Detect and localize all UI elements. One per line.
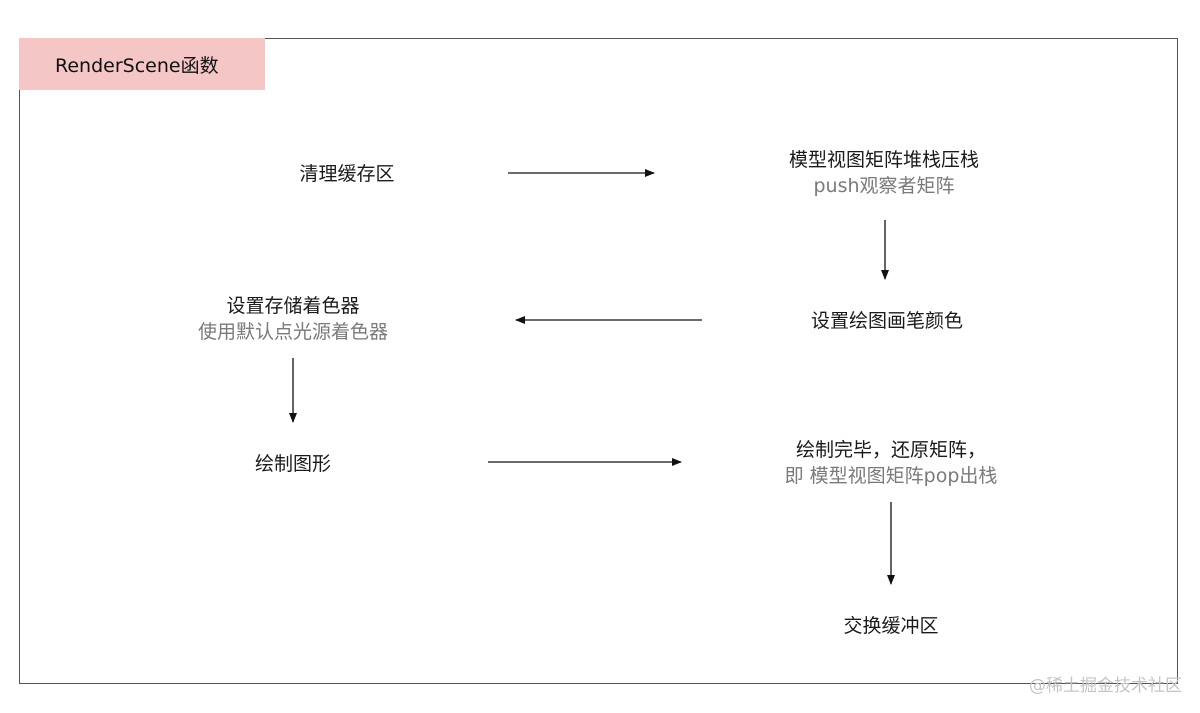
node-set-shader-label: 设置存储着色器 bbox=[226, 295, 360, 317]
node-set-color-label: 设置绘图画笔颜色 bbox=[810, 310, 964, 332]
node-set-color: 设置绘图画笔颜色 bbox=[811, 308, 963, 334]
node-restore-matrix: 绘制完毕，还原矩阵， 即 模型视图矩阵pop出栈 bbox=[785, 437, 998, 489]
node-matrix-push: 模型视图矩阵堆栈压栈 push观察者矩阵 bbox=[789, 147, 979, 199]
node-clear-buffer: 清理缓存区 bbox=[299, 161, 394, 187]
node-swap-buffer: 交换缓冲区 bbox=[843, 613, 938, 639]
node-matrix-push-sub: push观察者矩阵 bbox=[813, 175, 955, 197]
node-restore-matrix-sub: 即 模型视图矩阵pop出栈 bbox=[784, 465, 998, 487]
node-clear-buffer-label: 清理缓存区 bbox=[299, 163, 395, 185]
node-restore-matrix-label: 绘制完毕，还原矩阵， bbox=[795, 439, 987, 461]
watermark: @稀土掘金技术社区 bbox=[1029, 676, 1182, 696]
diagram-frame bbox=[19, 38, 1178, 684]
node-set-shader-sub: 使用默认点光源着色器 bbox=[197, 321, 389, 343]
node-draw-shape-label: 绘制图形 bbox=[254, 453, 332, 475]
diagram-title-text: RenderScene函数 bbox=[55, 54, 219, 77]
diagram-title: RenderScene函数 bbox=[19, 38, 265, 90]
node-set-shader: 设置存储着色器 使用默认点光源着色器 bbox=[198, 293, 388, 345]
node-swap-buffer-label: 交换缓冲区 bbox=[843, 615, 939, 637]
node-draw-shape: 绘制图形 bbox=[255, 451, 331, 477]
node-matrix-push-label: 模型视图矩阵堆栈压栈 bbox=[788, 149, 980, 171]
